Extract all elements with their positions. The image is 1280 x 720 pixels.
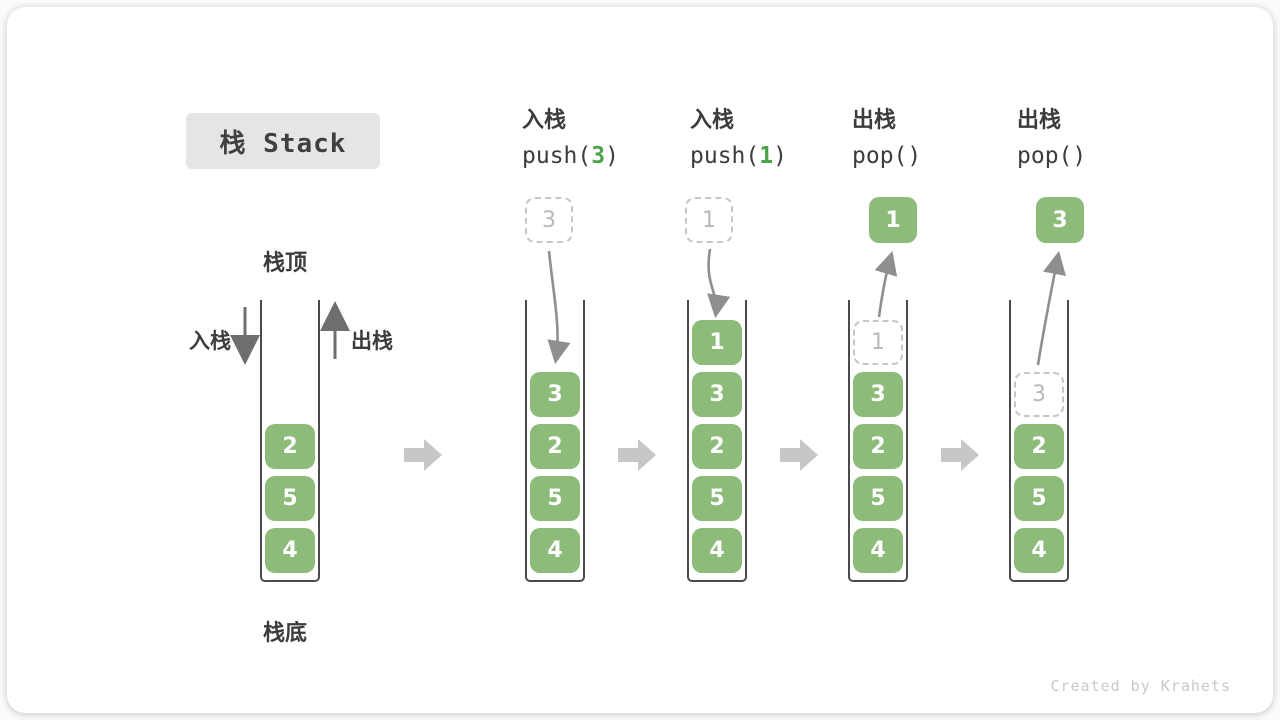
- operation-code: push(3): [522, 143, 619, 169]
- removed-block-ghost: 3: [1014, 372, 1064, 417]
- code-argument: 3: [591, 143, 606, 169]
- stack-block: 5: [853, 476, 903, 521]
- popped-value-box: 1: [869, 197, 917, 243]
- stack-block: 3: [530, 372, 580, 417]
- step-arrow: [404, 439, 442, 471]
- stack-after-pop-1: 1 3 2 5 4: [848, 300, 908, 582]
- removed-block-ghost: 1: [853, 320, 903, 365]
- stack-block: 5: [530, 476, 580, 521]
- label-stack-bottom: 栈底: [263, 621, 308, 646]
- stack-block: 2: [853, 424, 903, 469]
- stack-block: 2: [692, 424, 742, 469]
- label-pop-side: 出栈: [351, 329, 393, 353]
- stack-initial: 2 5 4: [260, 300, 320, 582]
- operation-action: 入栈: [690, 108, 735, 133]
- stack-block: 3: [853, 372, 903, 417]
- operation-label-push-3: 入栈 push(3): [522, 107, 682, 171]
- incoming-value-box: 1: [685, 197, 733, 243]
- stack-block: 5: [265, 476, 315, 521]
- stack-block: 4: [853, 528, 903, 573]
- stack-after-pop-2: 3 2 5 4: [1009, 300, 1069, 582]
- stack-block: 2: [265, 424, 315, 469]
- code-argument: 1: [759, 143, 774, 169]
- operation-code: pop(): [1017, 143, 1087, 169]
- operation-action: 出栈: [852, 108, 897, 133]
- label-push-side: 入栈: [189, 329, 231, 353]
- stack-block: 2: [530, 424, 580, 469]
- stack-block: 4: [1014, 528, 1064, 573]
- title-box: 栈 Stack: [186, 113, 380, 169]
- watermark: Created by Krahets: [1050, 677, 1231, 695]
- stack-block: 4: [692, 528, 742, 573]
- stack-block: 4: [265, 528, 315, 573]
- operation-action: 出栈: [1017, 108, 1062, 133]
- operation-label-push-1: 入栈 push(1): [690, 107, 850, 171]
- stack-block: 3: [692, 372, 742, 417]
- operation-label-pop-1: 出栈 pop(): [852, 107, 1012, 171]
- operation-action: 入栈: [522, 108, 567, 133]
- stack-block: 5: [692, 476, 742, 521]
- stack-after-push-3: 3 2 5 4: [525, 300, 585, 582]
- label-stack-top: 栈顶: [263, 251, 308, 276]
- step-arrow: [941, 439, 979, 471]
- stack-block: 4: [530, 528, 580, 573]
- operation-label-pop-2: 出栈 pop(): [1017, 107, 1177, 171]
- operation-code: push(1): [690, 143, 787, 169]
- stack-block: 2: [1014, 424, 1064, 469]
- stack-after-push-1: 1 3 2 5 4: [687, 300, 747, 582]
- popped-value-box: 3: [1036, 197, 1084, 243]
- incoming-value-box: 3: [525, 197, 573, 243]
- step-arrow: [780, 439, 818, 471]
- diagram-card: 栈 Stack 栈顶 栈底 入栈 出栈 入栈 push(3) 入栈 push(1…: [7, 7, 1273, 713]
- step-arrow: [618, 439, 656, 471]
- stack-block: 1: [692, 320, 742, 365]
- stack-block: 5: [1014, 476, 1064, 521]
- title-text: 栈 Stack: [219, 128, 347, 159]
- operation-code: pop(): [852, 143, 922, 169]
